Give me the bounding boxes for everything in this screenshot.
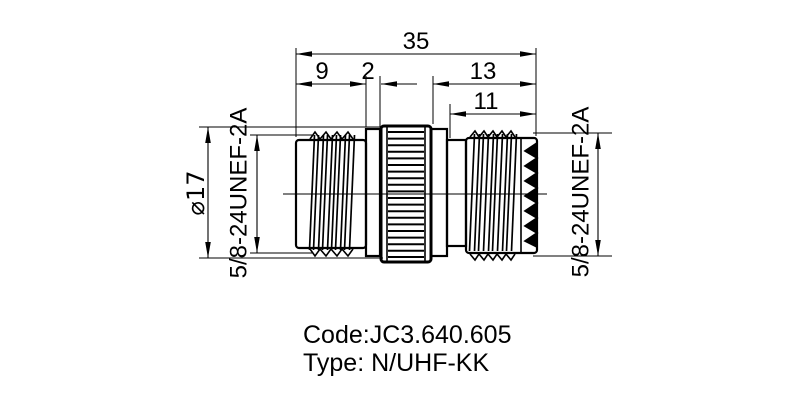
diameter-17-label: ⌀17 [182,171,210,216]
code-text: Code:JC3.640.605 [303,321,511,349]
right-thread-spec-label: 5/8-24UNEF-2A [568,107,595,278]
dimension-2-label: 2 [361,58,374,85]
left-thread-spec-label: 5/8-24UNEF-2A [226,108,253,279]
dimension-9-label: 9 [315,58,328,85]
left-collar [364,127,382,258]
neck [445,138,468,248]
left-thread-crest-top [309,130,354,141]
dimension-35-label: 35 [403,28,430,55]
right-connector-body [464,129,539,262]
dimension-lines [205,51,601,258]
right-thread-lines [468,133,518,252]
internal-thread-zigzag [523,142,539,248]
right-collar [429,127,449,258]
left-thread-crest-bottom [309,247,354,258]
knurl-stripes [388,131,424,258]
title-block: Code:JC3.640.605 Type: N/UHF-KK [303,321,511,377]
dimension-13-label: 13 [470,58,497,85]
right-thread-crest-bottom [469,252,516,262]
dimension-11-label: 11 [474,88,499,115]
adapter-body [294,124,539,264]
left-connector-body [294,130,368,258]
extension-lines [199,48,612,259]
knurled-barrel [379,124,433,264]
type-text: Type: N/UHF-KK [303,349,489,377]
left-thread-lines [308,134,356,251]
